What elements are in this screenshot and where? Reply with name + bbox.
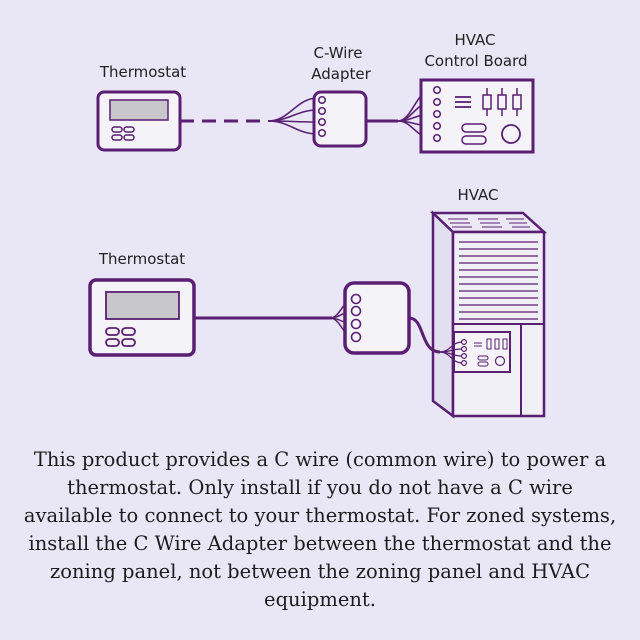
hvac-unit-icon bbox=[429, 210, 548, 419]
hvac-board-label-line2: Control Board bbox=[424, 52, 527, 70]
cwire-adapter-label-line1: C-Wire bbox=[313, 44, 362, 62]
hvac-control-board-icon bbox=[419, 78, 535, 154]
thermostat-icon bbox=[96, 90, 182, 152]
bottom-hvac-label: HVAC bbox=[457, 186, 498, 204]
product-description: This product provides a C wire (common w… bbox=[23, 448, 617, 611]
top-thermostat-label: Thermostat bbox=[99, 63, 186, 81]
c-wire-adapter-icon bbox=[312, 90, 368, 148]
adapter-to-hvac-wire bbox=[408, 316, 441, 354]
c-wire-adapter-icon bbox=[343, 281, 411, 355]
wires-to-adapter bbox=[267, 97, 319, 135]
thermostat-icon bbox=[88, 278, 196, 357]
wires-to-hvac-board bbox=[439, 341, 463, 364]
bottom-thermostat-label: Thermostat bbox=[98, 250, 185, 268]
hvac-board-label-line1: HVAC bbox=[454, 31, 495, 49]
cwire-adapter-label-line2: Adapter bbox=[311, 65, 371, 83]
wiring-diagram: Thermostat C-Wire Adapter HVAC Control B… bbox=[88, 31, 548, 419]
